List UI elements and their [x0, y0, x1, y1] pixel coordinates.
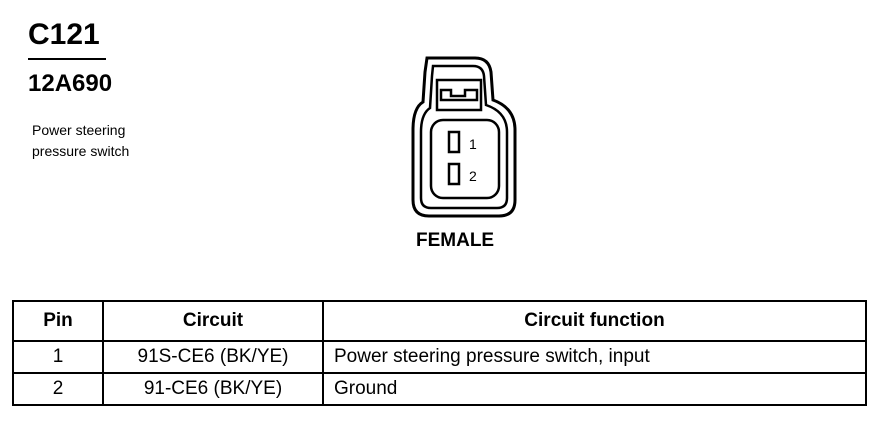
description-line-2: pressure switch — [32, 143, 130, 159]
locking-tab-frame — [435, 78, 483, 112]
table-row: 1 91S-CE6 (BK/YE) Power steering pressur… — [12, 340, 867, 374]
column-header-circuit-function: Circuit function — [322, 300, 867, 342]
connector-inner-shell — [419, 64, 509, 210]
pinout-table: Pin Circuit Circuit function 1 91S-CE6 (… — [12, 300, 867, 406]
cell-circuit-function: Ground — [322, 372, 867, 406]
cell-pin: 2 — [12, 372, 104, 406]
pin-1-terminal — [447, 130, 461, 154]
connector-id: C121 — [28, 18, 100, 51]
connector-face-diagram: 1 2 — [411, 56, 517, 218]
pin-1-label: 1 — [469, 136, 477, 152]
column-header-pin: Pin — [12, 300, 104, 342]
description-line-1: Power steering — [32, 122, 126, 138]
pin-cavity-frame — [429, 118, 501, 200]
connector-id-underline — [28, 58, 106, 60]
cell-circuit: 91-CE6 (BK/YE) — [102, 372, 324, 406]
pin-2-label: 2 — [469, 168, 477, 184]
connector-description: Power steering pressure switch — [32, 120, 192, 162]
connector-outer-shell — [411, 56, 517, 218]
table-header-row: Pin Circuit Circuit function — [12, 300, 867, 342]
part-number: 12A690 — [28, 70, 113, 97]
cell-circuit-function: Power steering pressure switch, input — [322, 340, 867, 374]
locking-tab — [439, 88, 479, 102]
column-header-circuit: Circuit — [102, 300, 324, 342]
pin-2-terminal — [447, 162, 461, 186]
table-row: 2 91-CE6 (BK/YE) Ground — [12, 372, 867, 406]
connector-gender-label: FEMALE — [416, 230, 495, 251]
cell-pin: 1 — [12, 340, 104, 374]
cell-circuit: 91S-CE6 (BK/YE) — [102, 340, 324, 374]
